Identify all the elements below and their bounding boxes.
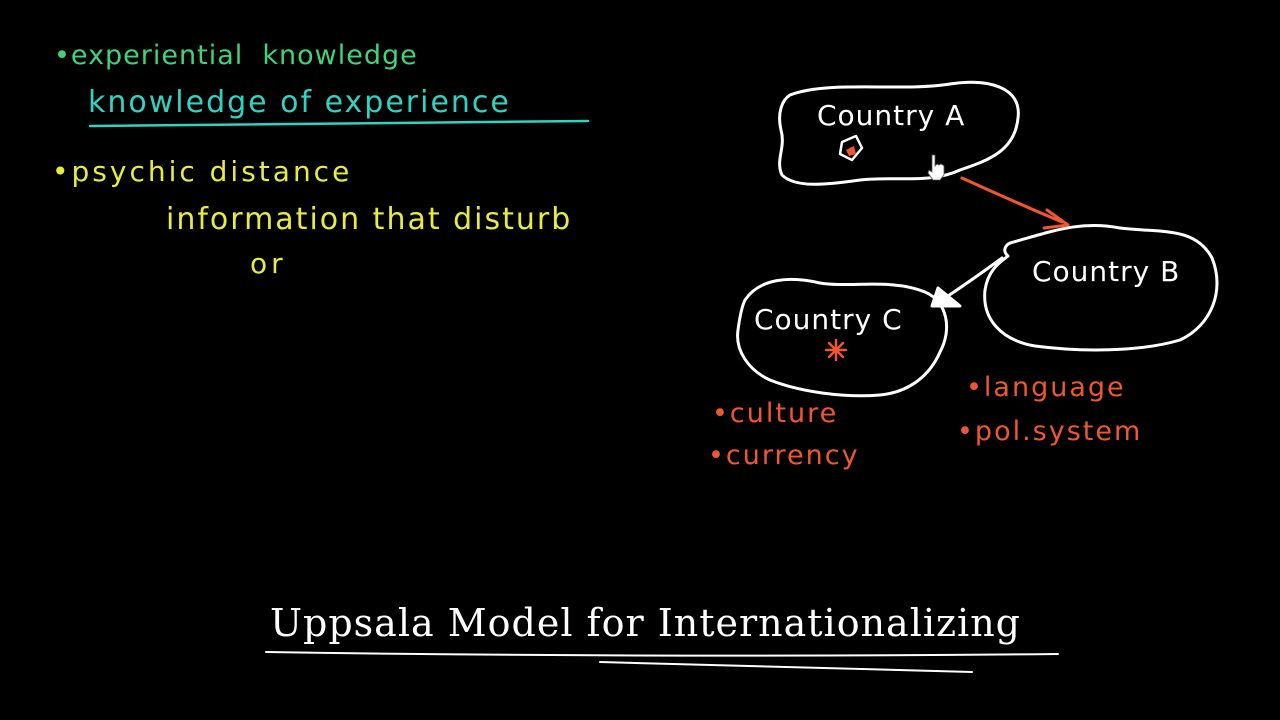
page-title: Uppsala Model for Internationalizing: [270, 601, 1021, 645]
note-experiential-knowledge: •experiential knowledge: [54, 40, 418, 71]
factor-currency: •currency: [708, 440, 860, 471]
underline-knowledge-of-experience: [88, 119, 590, 128]
node-label-country-b: Country B: [1032, 255, 1181, 288]
note-psychic-distance: •psychic distance: [52, 155, 353, 188]
cloud-country-a: [778, 80, 1020, 186]
note-information: information that disturb: [166, 202, 573, 237]
factor-pol-system: •pol.system: [957, 416, 1143, 447]
cloud-country-b: [983, 223, 1219, 352]
edge-b-to-c-arrowhead: [930, 286, 962, 308]
edge-a-to-b-arrowhead: [1042, 208, 1070, 230]
title-underline-tail: [599, 661, 973, 673]
node-label-country-a: Country A: [817, 99, 966, 132]
title-underline: [265, 651, 1059, 657]
factor-language: •language: [966, 372, 1126, 403]
hand-pointer-icon: [927, 154, 945, 181]
factor-culture: •culture: [712, 398, 839, 429]
note-or: or: [250, 247, 287, 280]
node-label-country-c: Country C: [754, 303, 903, 336]
edge-b-to-c: [940, 256, 1004, 302]
cloud-country-c: [736, 277, 949, 398]
pentagon-marker-icon: [838, 134, 864, 162]
asterisk-marker-icon: [824, 338, 848, 362]
edge-a-to-b: [960, 176, 1064, 224]
note-knowledge-of-experience: knowledge of experience: [88, 85, 511, 120]
